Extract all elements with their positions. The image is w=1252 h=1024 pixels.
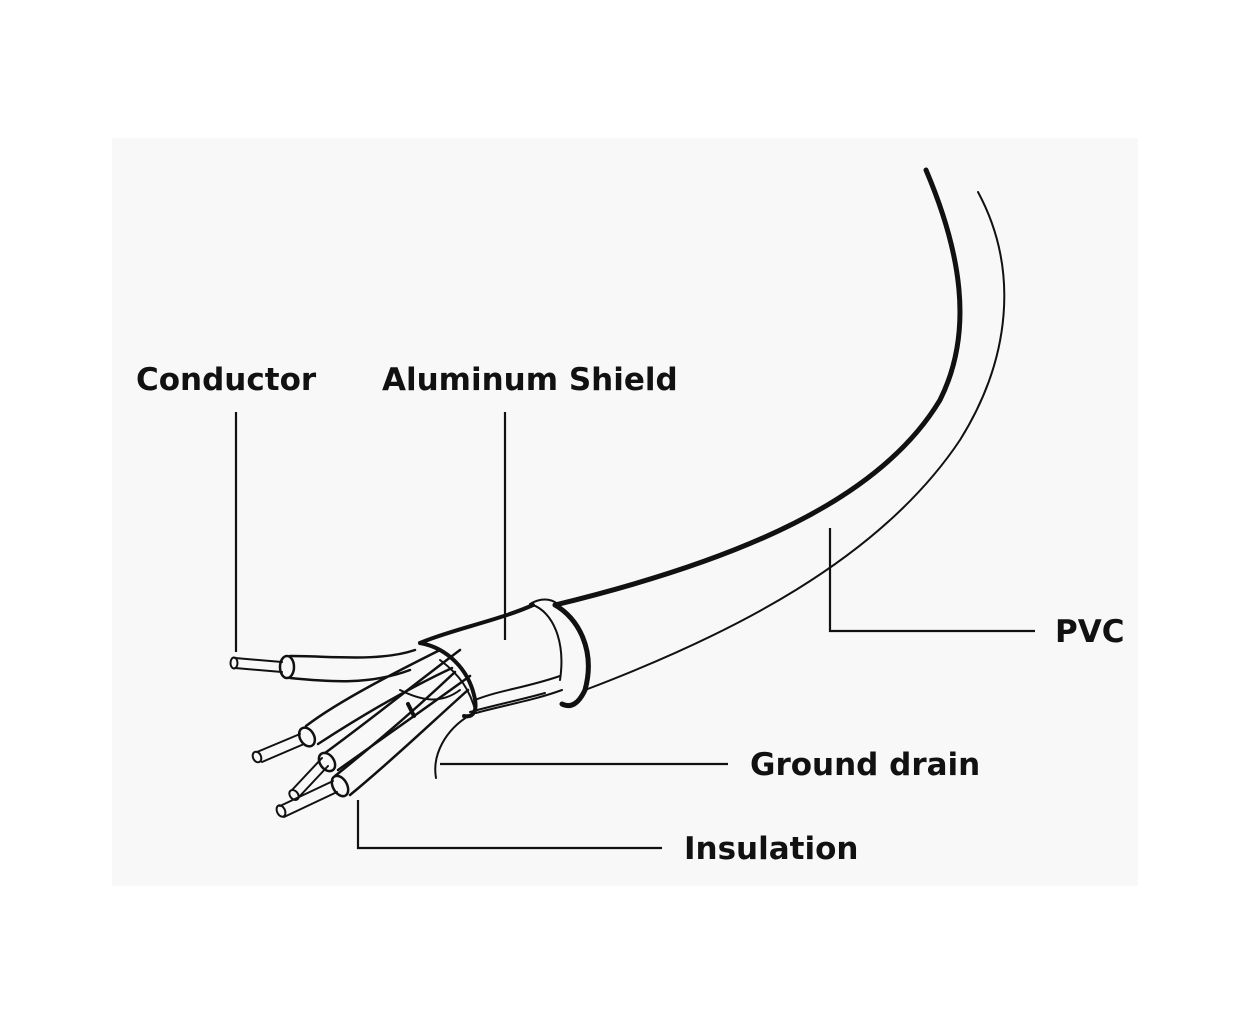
pvc-jacket-top-edge — [552, 167, 963, 608]
pvc-jacket-cut-inner — [532, 604, 563, 681]
aluminum-shield-top — [418, 603, 535, 645]
wire-a-copper-tip — [251, 750, 263, 764]
twisted-wires — [251, 648, 472, 818]
pvc-jacket-cut-end — [552, 602, 591, 709]
wire-b-insulation-bottom — [336, 674, 472, 772]
insulation-label: Insulation — [684, 831, 858, 867]
wire-b-insulation-end — [317, 751, 337, 773]
ground-drain-wire — [434, 714, 471, 779]
wire-c-copper — [279, 780, 338, 818]
wire-a-copper — [256, 733, 305, 763]
wire-b-copper-tip — [288, 789, 300, 801]
pvc-leader-line — [828, 528, 1035, 633]
aluminum-shield-bottom — [475, 689, 563, 714]
pvc-jacket-bottom-edge — [584, 191, 1006, 691]
wire-c-insulation-bottom — [348, 688, 470, 797]
aluminum-shield-strand — [474, 675, 561, 701]
pvc-jacket — [529, 167, 1006, 709]
aluminum-shield-strand — [469, 692, 546, 713]
wire-b-insulation-top — [323, 648, 462, 755]
top-wire-insulation-top — [288, 648, 417, 659]
wire-a-insulation-bottom — [316, 666, 454, 746]
pvc-jacket-cut-lip — [529, 598, 559, 605]
twist-crossing — [406, 702, 416, 718]
pvc-label: PVC — [1055, 614, 1124, 650]
wire-c-copper-tip — [275, 804, 287, 818]
top-conductor-wire — [229, 648, 417, 683]
wire-c-insulation-end — [330, 774, 350, 798]
twist-crossing — [399, 689, 461, 701]
wire-a-insulation-end — [297, 726, 317, 748]
ground-drain-label: Ground drain — [750, 747, 980, 783]
wire-a-insulation-top — [304, 648, 442, 728]
wire-c-insulation-top — [333, 670, 457, 778]
top-wire-insulation-bottom — [288, 668, 412, 683]
aluminum-shield-label: Aluminum Shield — [382, 362, 678, 398]
top-wire-insulation-end — [278, 654, 296, 680]
top-wire-copper-bottom — [234, 667, 283, 673]
top-wire-copper-tip — [229, 656, 239, 670]
aluminum-shield-fold — [439, 659, 477, 714]
insulation-leader-line — [356, 800, 662, 850]
diagram-panel — [112, 138, 1138, 886]
wire-b-copper — [291, 757, 329, 799]
conductor-label: Conductor — [136, 362, 317, 398]
aluminum-shield — [418, 603, 563, 719]
top-wire-copper-top — [234, 657, 283, 663]
